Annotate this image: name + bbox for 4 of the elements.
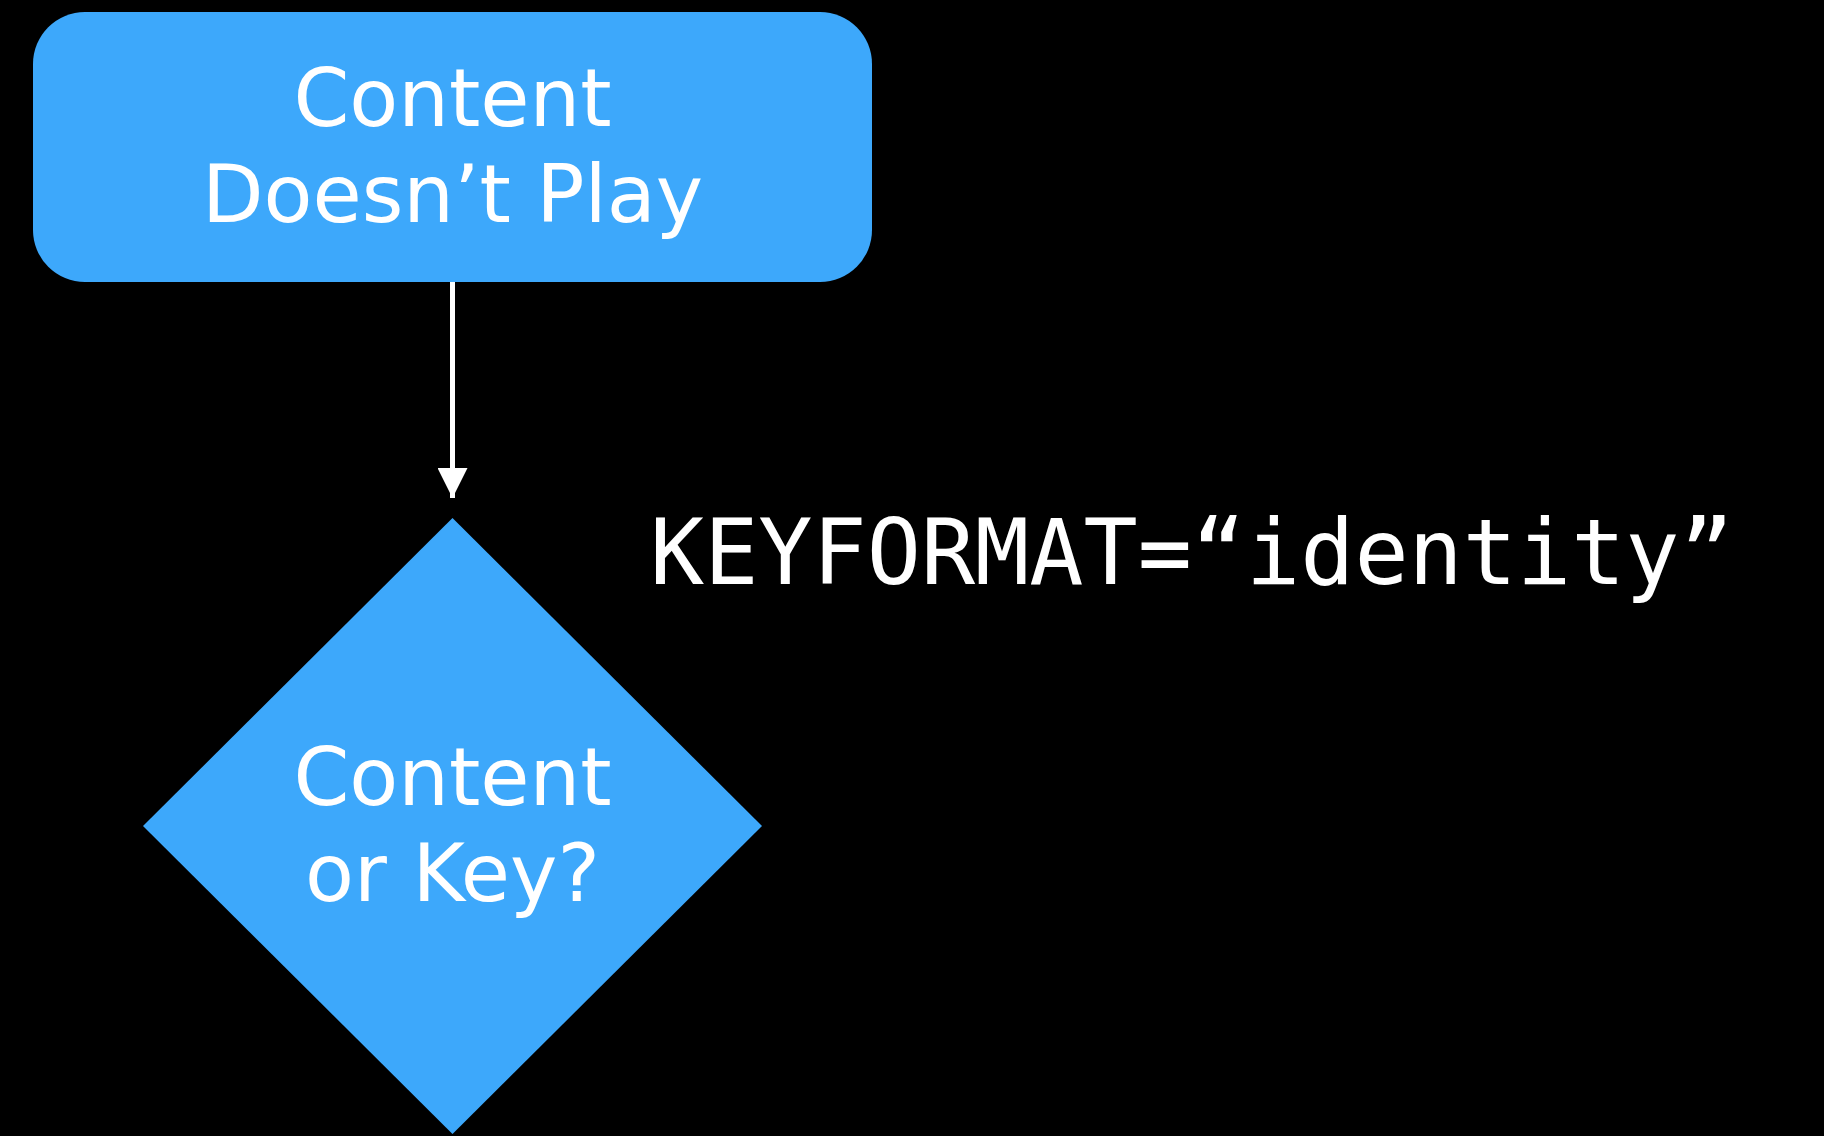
process-box — [33, 12, 872, 282]
code-label: KEYFORMAT=“identity” — [650, 500, 1734, 605]
node-text: Content Doesn’t Play — [200, 51, 705, 243]
node-text: Content or Key? — [292, 730, 613, 922]
